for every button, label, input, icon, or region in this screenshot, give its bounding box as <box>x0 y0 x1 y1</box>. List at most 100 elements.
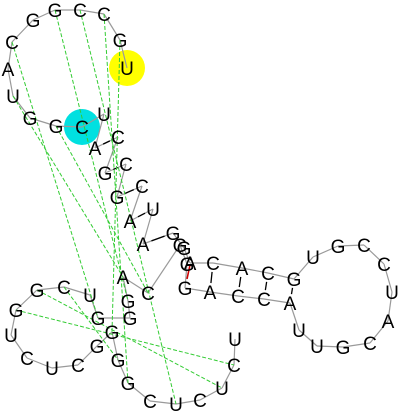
backbone-segment <box>12 95 31 119</box>
nucleotide-g: G <box>23 109 38 130</box>
backbone-segment <box>172 232 185 249</box>
nucleotide-g: G <box>173 236 188 257</box>
nucleotide-u: U <box>83 286 97 307</box>
nucleotide-c: C <box>119 155 133 176</box>
base-pair-line <box>113 166 118 171</box>
nucleotide-g: G <box>26 11 41 32</box>
nucleotide-c: C <box>227 356 241 377</box>
backbone-segment <box>212 262 243 269</box>
backbone-segment <box>241 267 269 274</box>
nucleotide-c: C <box>75 118 89 139</box>
backbone-segment <box>7 41 13 70</box>
nucleotide-u: U <box>97 105 111 126</box>
nucleotide-u: U <box>385 283 399 304</box>
backbone-segment <box>184 263 188 289</box>
nucleotide-g: G <box>180 255 195 276</box>
nucleotide-c: C <box>20 349 34 370</box>
backbone-segment <box>26 357 53 369</box>
nucleotide-c: C <box>143 392 157 413</box>
nucleotide-c: C <box>231 287 245 308</box>
backbone-segment <box>7 68 14 97</box>
backbone-segment <box>111 331 119 361</box>
backbone-segment <box>337 244 365 247</box>
backbone-segment <box>175 399 201 405</box>
pseudoknot-link <box>55 125 149 294</box>
nucleotide-a: A <box>89 139 102 160</box>
base-pair-line <box>102 140 111 145</box>
backbone-segment <box>383 263 393 293</box>
nucleotide-c: C <box>71 356 85 377</box>
base-pair-line <box>290 287 294 295</box>
backbone-segment <box>209 291 239 297</box>
backbone-segment <box>103 13 121 41</box>
nucleotide-u: U <box>306 248 320 269</box>
pseudoknot-link <box>63 286 119 361</box>
nucleotide-a: A <box>204 283 217 304</box>
nucleotide-u: U <box>45 359 59 380</box>
pseudoknot-link <box>103 13 129 384</box>
nucleotide-g: G <box>166 224 181 245</box>
base-pair-line <box>238 276 242 288</box>
backbone-segment <box>119 39 128 69</box>
nucleotide-u: U <box>292 321 306 342</box>
nucleotide-c: C <box>97 5 111 26</box>
backbone-segment <box>199 387 223 401</box>
base-pair-line <box>137 212 146 218</box>
backbone-segment <box>79 9 105 15</box>
nucleotide-c: C <box>261 264 275 285</box>
nucleotide-u: U <box>228 330 242 351</box>
backbone-segment <box>289 302 300 331</box>
backbone-segment <box>237 295 265 300</box>
backbone-segment <box>179 244 188 265</box>
nucleotide-c: C <box>377 255 391 276</box>
base-pair-line <box>210 271 213 284</box>
backbone-segment <box>36 286 65 291</box>
backbone-segment <box>15 289 38 311</box>
backbone-segment <box>10 309 17 336</box>
backbone-segment <box>104 136 119 174</box>
mismatch-link <box>186 264 191 280</box>
nucleotide-g: G <box>98 164 113 185</box>
nucleotide-g: G <box>90 337 105 358</box>
nucleotide-a: A <box>284 294 297 315</box>
nucleotide-g: G <box>113 31 128 52</box>
nucleotide-u: U <box>6 87 20 108</box>
backbone-segment <box>63 286 91 296</box>
backbone-segment <box>387 291 393 322</box>
backbone-segment <box>117 359 129 384</box>
nucleotide-c: C <box>357 236 371 257</box>
backbone-segment <box>10 334 28 359</box>
nucleotide-g: G <box>336 338 351 359</box>
nucleotide-g: G <box>123 309 138 330</box>
nucleotide-u: U <box>310 337 324 358</box>
backbone-segment <box>29 117 57 127</box>
nucleotide-a: A <box>236 259 249 280</box>
nucleotide-a: A <box>382 312 395 333</box>
backbone-segment <box>142 208 154 245</box>
backbone-segment <box>363 244 385 265</box>
base-pair-line <box>124 189 135 194</box>
backbone-segment <box>32 9 56 21</box>
nucleotide-u: U <box>4 326 18 347</box>
nucleotide-c: C <box>257 290 271 311</box>
backbone-segment <box>316 345 344 348</box>
pseudoknot-layer <box>11 9 235 405</box>
backbone-segment <box>77 345 98 366</box>
nucleotide-g: G <box>121 292 136 313</box>
backbone-segment <box>147 244 181 294</box>
backbone-segment <box>293 256 314 280</box>
backbone-layer <box>7 9 393 405</box>
nucleotide-c: C <box>206 254 220 275</box>
nucleotide-u: U <box>146 200 160 221</box>
backbone-segment <box>94 113 105 149</box>
backbone-segment <box>127 382 151 402</box>
nucleotide-u: U <box>215 379 229 400</box>
nucleotide-g: G <box>331 237 346 258</box>
nucleotide-c: C <box>141 284 155 305</box>
nucleotide-a: A <box>124 212 137 233</box>
nucleotide-c: C <box>73 1 87 22</box>
backbone-segment <box>369 320 389 344</box>
backbone-segment <box>221 364 235 389</box>
backbone-segment <box>149 400 177 405</box>
